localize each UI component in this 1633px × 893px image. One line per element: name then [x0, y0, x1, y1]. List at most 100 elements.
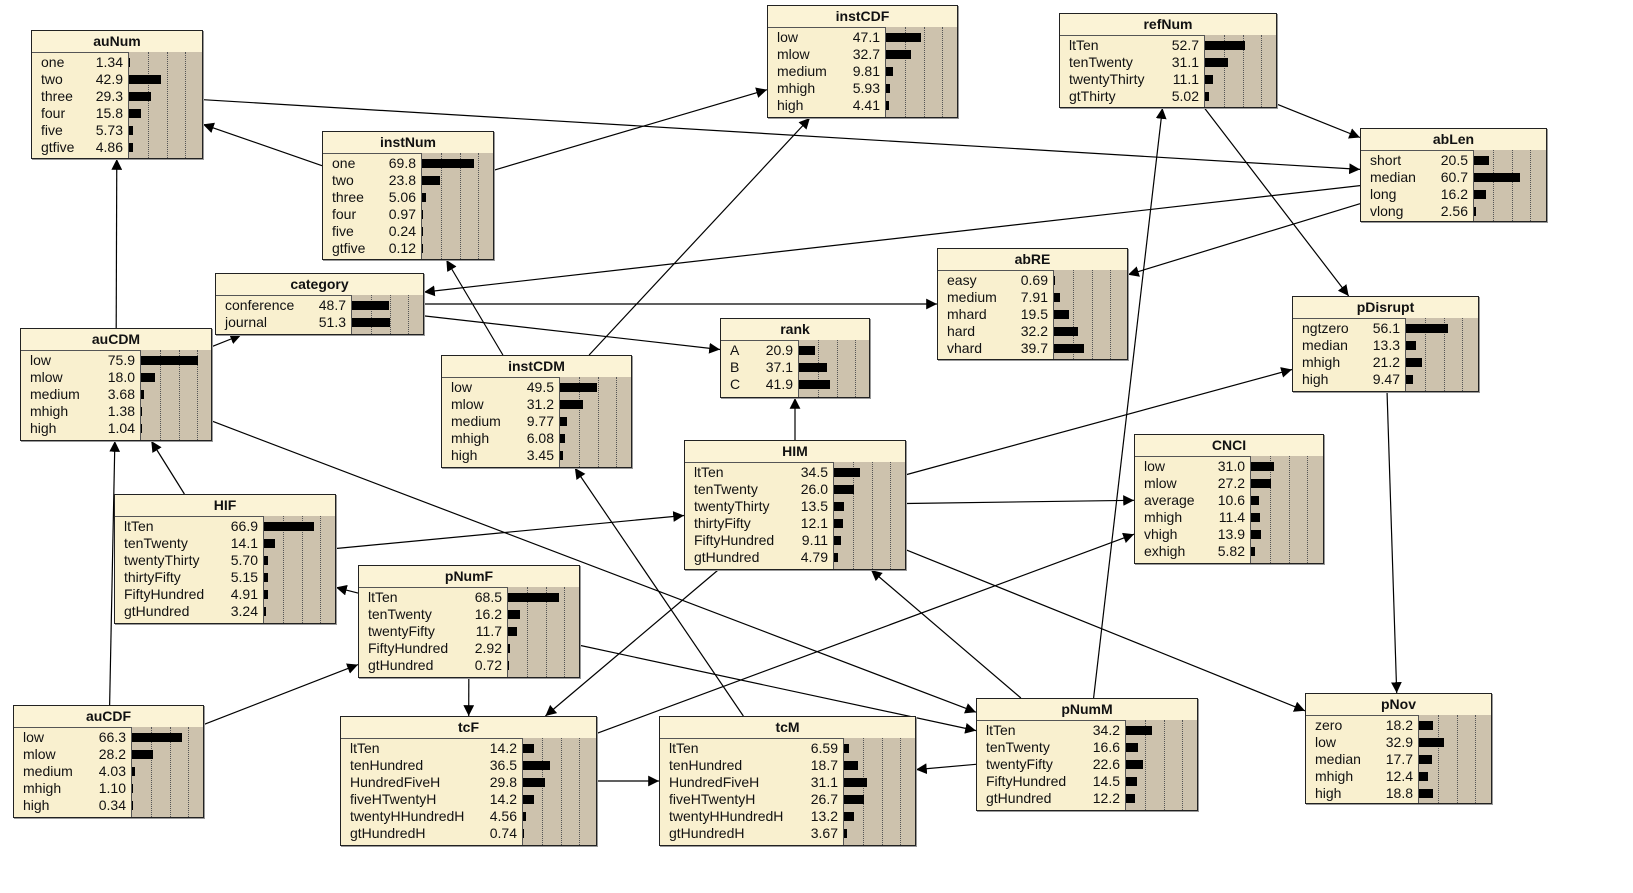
state-row[interactable]: FiftyHundred2.92 — [359, 640, 579, 657]
state-row[interactable]: ltTen34.2 — [977, 722, 1197, 739]
state-row[interactable]: medium7.91 — [938, 289, 1127, 306]
node-instNum[interactable]: instNumone69.8two23.8three5.06four0.97fi… — [322, 131, 494, 260]
state-row[interactable]: low66.3 — [14, 729, 203, 746]
state-row[interactable]: FiftyHundred4.91 — [115, 586, 335, 603]
state-row[interactable]: twentyHHundredH13.2 — [660, 808, 915, 825]
node-instCDM[interactable]: instCDMlow49.5mlow31.2medium9.77mhigh6.0… — [441, 355, 632, 468]
state-row[interactable]: FiftyHundred9.11 — [685, 532, 905, 549]
state-row[interactable]: ltTen66.9 — [115, 518, 335, 535]
state-row[interactable]: thirtyFifty12.1 — [685, 515, 905, 532]
state-row[interactable]: high9.47 — [1293, 371, 1478, 388]
state-row[interactable]: twentyThirty5.70 — [115, 552, 335, 569]
state-row[interactable]: ltTen6.59 — [660, 740, 915, 757]
state-row[interactable]: vlong2.56 — [1361, 203, 1546, 220]
node-pNumM[interactable]: pNumMltTen34.2tenTwenty16.6twentyFifty22… — [976, 698, 1198, 811]
node-tcM[interactable]: tcMltTen6.59tenHundred18.7HundredFiveH31… — [659, 716, 916, 846]
state-row[interactable]: four0.97 — [323, 206, 493, 223]
state-row[interactable]: four15.8 — [32, 105, 202, 122]
state-row[interactable]: one69.8 — [323, 155, 493, 172]
state-row[interactable]: tenHundred36.5 — [341, 757, 596, 774]
state-row[interactable]: fiveHTwentyH14.2 — [341, 791, 596, 808]
node-category[interactable]: categoryconference48.7journal51.3 — [215, 273, 424, 335]
state-row[interactable]: low31.0 — [1135, 458, 1323, 475]
state-row[interactable]: mhigh1.38 — [21, 403, 211, 420]
state-row[interactable]: easy0.69 — [938, 272, 1127, 289]
state-row[interactable]: tenTwenty14.1 — [115, 535, 335, 552]
node-pNumF[interactable]: pNumFltTen68.5tenTwenty16.2twentyFifty11… — [358, 565, 580, 678]
state-row[interactable]: ngtzero56.1 — [1293, 320, 1478, 337]
state-row[interactable]: C41.9 — [721, 376, 869, 393]
state-row[interactable]: median17.7 — [1306, 751, 1491, 768]
state-row[interactable]: gtHundredH3.67 — [660, 825, 915, 842]
state-row[interactable]: three5.06 — [323, 189, 493, 206]
state-row[interactable]: HundredFiveH29.8 — [341, 774, 596, 791]
state-row[interactable]: exhigh5.82 — [1135, 543, 1323, 560]
state-row[interactable]: mlow31.2 — [442, 396, 631, 413]
node-abLen[interactable]: abLenshort20.5median60.7long16.2vlong2.5… — [1360, 128, 1547, 222]
node-auCDM[interactable]: auCDMlow75.9mlow18.0medium3.68mhigh1.38h… — [20, 328, 212, 441]
state-row[interactable]: twentyFifty11.7 — [359, 623, 579, 640]
state-row[interactable]: mhigh6.08 — [442, 430, 631, 447]
state-row[interactable]: high1.04 — [21, 420, 211, 437]
state-row[interactable]: three29.3 — [32, 88, 202, 105]
state-row[interactable]: gtHundred4.79 — [685, 549, 905, 566]
state-row[interactable]: five5.73 — [32, 122, 202, 139]
state-row[interactable]: tenTwenty26.0 — [685, 481, 905, 498]
state-row[interactable]: fiveHTwentyH26.7 — [660, 791, 915, 808]
node-instCDF[interactable]: instCDFlow47.1mlow32.7medium9.81mhigh5.9… — [767, 5, 958, 118]
state-row[interactable]: two42.9 — [32, 71, 202, 88]
state-row[interactable]: thirtyFifty5.15 — [115, 569, 335, 586]
state-row[interactable]: tenHundred18.7 — [660, 757, 915, 774]
state-row[interactable]: gtHundred0.72 — [359, 657, 579, 674]
state-row[interactable]: FiftyHundred14.5 — [977, 773, 1197, 790]
node-auCDF[interactable]: auCDFlow66.3mlow28.2medium4.03mhigh1.10h… — [13, 705, 204, 818]
state-row[interactable]: high18.8 — [1306, 785, 1491, 802]
state-row[interactable]: twentyHHundredH4.56 — [341, 808, 596, 825]
state-row[interactable]: high4.41 — [768, 97, 957, 114]
state-row[interactable]: B37.1 — [721, 359, 869, 376]
state-row[interactable]: A20.9 — [721, 342, 869, 359]
state-row[interactable]: tenTwenty16.2 — [359, 606, 579, 623]
state-row[interactable]: one1.34 — [32, 54, 202, 71]
state-row[interactable]: long16.2 — [1361, 186, 1546, 203]
state-row[interactable]: mlow18.0 — [21, 369, 211, 386]
state-row[interactable]: gtHundred12.2 — [977, 790, 1197, 807]
node-pDisrupt[interactable]: pDisruptngtzero56.1median13.3mhigh21.2hi… — [1292, 296, 1479, 392]
state-row[interactable]: mhigh12.4 — [1306, 768, 1491, 785]
state-row[interactable]: HundredFiveH31.1 — [660, 774, 915, 791]
node-auNum[interactable]: auNumone1.34two42.9three29.3four15.8five… — [31, 30, 203, 159]
state-row[interactable]: gtfive4.86 — [32, 139, 202, 156]
state-row[interactable]: ltTen34.5 — [685, 464, 905, 481]
state-row[interactable]: low49.5 — [442, 379, 631, 396]
state-row[interactable]: mlow28.2 — [14, 746, 203, 763]
state-row[interactable]: medium3.68 — [21, 386, 211, 403]
state-row[interactable]: vhard39.7 — [938, 340, 1127, 357]
state-row[interactable]: twentyFifty22.6 — [977, 756, 1197, 773]
node-rank[interactable]: rankA20.9B37.1C41.9 — [720, 318, 870, 398]
state-row[interactable]: short20.5 — [1361, 152, 1546, 169]
state-row[interactable]: journal51.3 — [216, 314, 423, 331]
state-row[interactable]: median60.7 — [1361, 169, 1546, 186]
node-refNum[interactable]: refNumltTen52.7tenTwenty31.1twentyThirty… — [1059, 13, 1277, 108]
state-row[interactable]: ltTen52.7 — [1060, 37, 1276, 54]
state-row[interactable]: mhigh21.2 — [1293, 354, 1478, 371]
state-row[interactable]: low75.9 — [21, 352, 211, 369]
node-HIM[interactable]: HIMltTen34.5tenTwenty26.0twentyThirty13.… — [684, 440, 906, 570]
node-abRE[interactable]: abREeasy0.69medium7.91mhard19.5hard32.2v… — [937, 248, 1128, 360]
state-row[interactable]: twentyThirty11.1 — [1060, 71, 1276, 88]
state-row[interactable]: low32.9 — [1306, 734, 1491, 751]
state-row[interactable]: hard32.2 — [938, 323, 1127, 340]
state-row[interactable]: mhigh5.93 — [768, 80, 957, 97]
state-row[interactable]: medium4.03 — [14, 763, 203, 780]
state-row[interactable]: gtHundred3.24 — [115, 603, 335, 620]
state-row[interactable]: gtfive0.12 — [323, 240, 493, 257]
state-row[interactable]: mhard19.5 — [938, 306, 1127, 323]
node-CNCI[interactable]: CNCIlow31.0mlow27.2average10.6mhigh11.4v… — [1134, 434, 1324, 564]
state-row[interactable]: twentyThirty13.5 — [685, 498, 905, 515]
state-row[interactable]: high3.45 — [442, 447, 631, 464]
node-pNov[interactable]: pNovzero18.2low32.9median17.7mhigh12.4hi… — [1305, 693, 1492, 804]
state-row[interactable]: gtHundredH0.74 — [341, 825, 596, 842]
state-row[interactable]: average10.6 — [1135, 492, 1323, 509]
state-row[interactable]: five0.24 — [323, 223, 493, 240]
node-HIF[interactable]: HIFltTen66.9tenTwenty14.1twentyThirty5.7… — [114, 494, 336, 624]
